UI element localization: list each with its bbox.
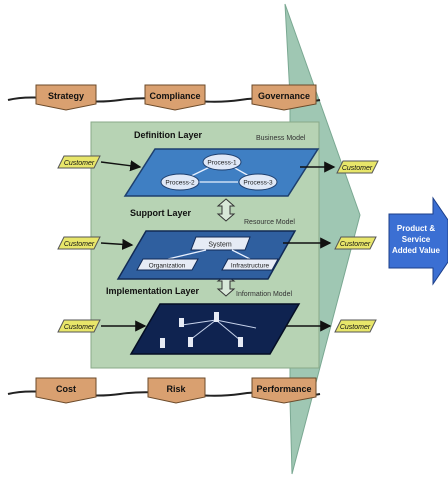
process-3-label: Process-3	[243, 180, 273, 187]
customer-input-2-label: Customer	[64, 241, 95, 248]
product-service-label-line-3: Added Value	[392, 246, 441, 255]
organization-node	[136, 258, 199, 271]
customer-input-3-box	[57, 319, 101, 333]
customer-input-1-label: Customer	[64, 160, 95, 167]
process-1-node	[202, 153, 242, 171]
customer-output-3-label: Customer	[340, 324, 371, 331]
banner-label-compliance: Compliance	[149, 91, 200, 101]
support-layer-title: Support Layer	[130, 208, 192, 218]
output-customers: Customer Customer Customer	[283, 160, 379, 333]
customer-output-1-label: Customer	[342, 165, 373, 172]
customer-input-1-arrow	[100, 160, 142, 172]
customer-input-3-label: Customer	[64, 324, 95, 331]
system-label: System	[208, 242, 232, 249]
system-link-right	[231, 249, 251, 260]
top-banner: Strategy Compliance Governance	[35, 84, 317, 111]
business-model-caption: Business Model	[256, 135, 306, 142]
customer-output-3-box	[334, 319, 377, 333]
implementation-layer-plane	[129, 303, 301, 355]
infrastructure-node	[221, 258, 279, 271]
data-node-3	[160, 338, 165, 348]
banner-tab-strategy	[35, 84, 97, 111]
double-arrow-upper	[216, 198, 236, 222]
resource-model-caption: Resource Model	[244, 219, 295, 226]
organization-label: Organization	[149, 263, 186, 270]
process-2-label: Process-2	[165, 180, 195, 187]
data-node-2	[214, 312, 219, 322]
system-node	[190, 236, 251, 251]
process-2-node	[160, 173, 200, 191]
data-link-2	[215, 319, 241, 341]
banner-tab-risk	[147, 377, 206, 404]
input-customers: Customer Customer Customer	[57, 155, 147, 333]
customer-output-2-box	[334, 236, 377, 250]
bottom-banner: Cost Risk Performance	[35, 377, 317, 404]
product-service-label-line-2: Service	[402, 235, 431, 244]
customer-input-2-arrow	[100, 238, 134, 250]
infrastructure-label: Infrastructure	[231, 263, 270, 270]
data-link-1	[189, 319, 217, 341]
data-link-3	[181, 319, 217, 326]
banner-label-performance: Performance	[256, 384, 311, 394]
banner-tab-performance	[251, 377, 317, 404]
banner-label-cost: Cost	[56, 384, 76, 394]
banner-label-governance: Governance	[258, 91, 310, 101]
support-nodes: System Organization Infrastructure	[136, 236, 279, 271]
customer-input-2-box	[57, 236, 101, 250]
process-3-node	[238, 173, 278, 191]
implementation-layer-title: Implementation Layer	[106, 286, 200, 296]
banner-label-risk: Risk	[166, 384, 186, 394]
banner-tab-governance	[251, 84, 317, 111]
customer-output-1-box	[336, 160, 379, 174]
system-link-left	[167, 249, 207, 260]
definition-layer-title: Definition Layer	[134, 130, 203, 140]
data-link-4	[215, 319, 257, 329]
implementation-nodes	[160, 312, 257, 348]
definition-nodes: Process-1 Process-2 Process-3	[160, 153, 278, 191]
product-service-arrow	[388, 196, 448, 286]
product-service-label-line-1: Product &	[397, 224, 435, 233]
banner-tab-cost	[35, 377, 97, 404]
process-1-label: Process-1	[207, 160, 237, 167]
data-node-1	[179, 318, 184, 327]
customer-input-1-box	[57, 155, 101, 169]
data-node-4	[188, 337, 193, 347]
data-node-5	[238, 337, 243, 347]
banner-tab-compliance	[144, 84, 206, 111]
banner-label-strategy: Strategy	[48, 91, 84, 101]
customer-output-2-label: Customer	[340, 241, 371, 248]
information-model-caption: Information Model	[236, 291, 292, 298]
